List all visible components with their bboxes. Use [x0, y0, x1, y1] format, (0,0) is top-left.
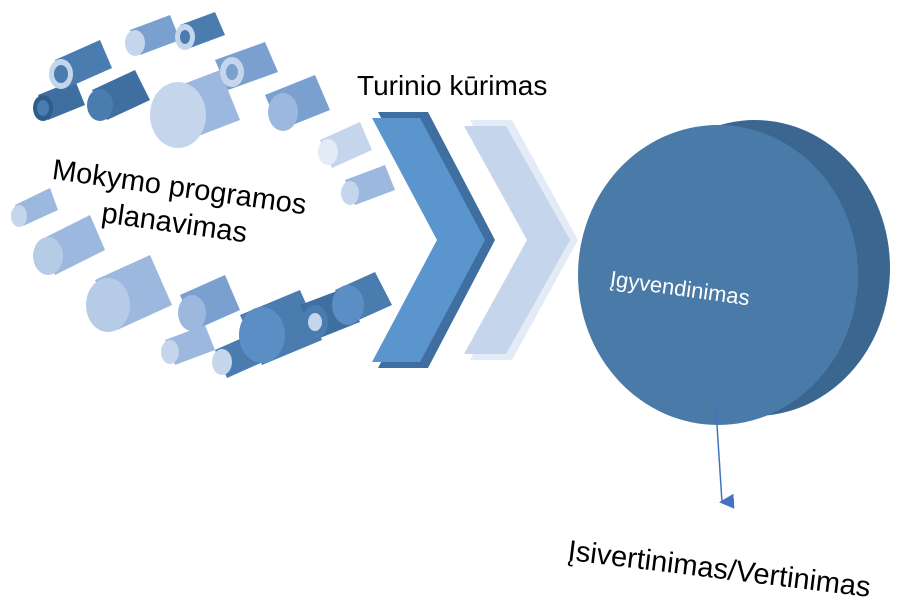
cylinder-icon [178, 275, 240, 331]
cylinder-icon [11, 188, 58, 227]
cylinder-icon [33, 215, 105, 275]
cylinder-cluster [11, 12, 395, 378]
chevron-light-icon [464, 120, 578, 360]
cylinder-icon [239, 290, 322, 365]
cylinder-icon [33, 80, 85, 121]
cylinder-icon [318, 122, 372, 168]
cylinder-icon [87, 70, 150, 121]
chevron-dark-icon [372, 112, 495, 368]
step-content-label: Turinio kūrimas [357, 70, 548, 101]
flow-arrow [715, 409, 735, 509]
cylinder-icon [265, 75, 330, 131]
cylinder-icon [86, 255, 172, 332]
cylinder-icon [175, 12, 225, 50]
implementation-disc [578, 120, 890, 425]
cylinder-icon [215, 42, 278, 90]
cylinder-icon [341, 165, 395, 205]
cylinder-icon [125, 15, 180, 56]
cylinder-icon [161, 325, 215, 365]
cylinder-icon [150, 70, 240, 148]
cylinder-icon [49, 40, 112, 89]
cylinder-icon [332, 272, 392, 325]
